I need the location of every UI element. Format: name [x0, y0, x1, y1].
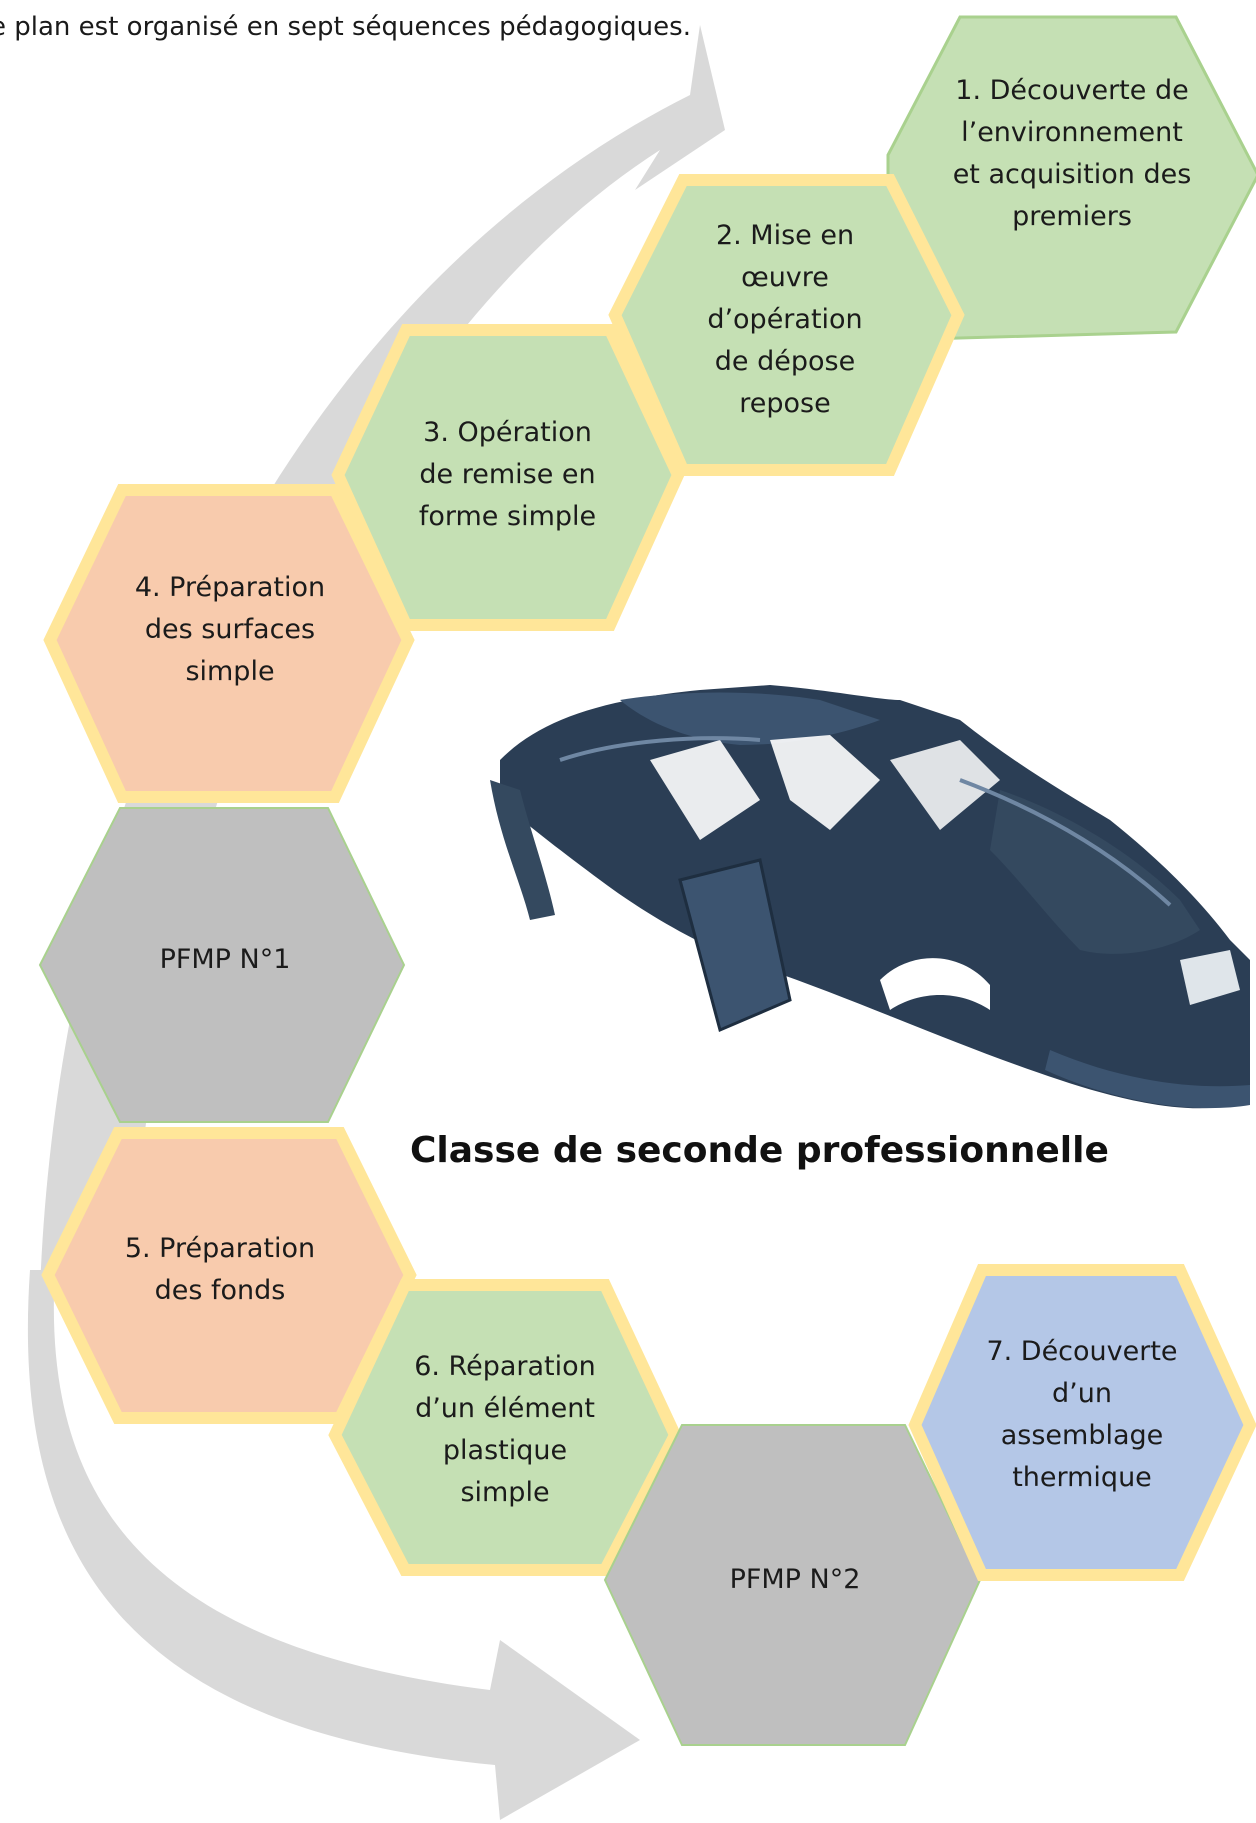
pfmp-1-label: PFMP N°1 [159, 944, 291, 975]
step-1-label: 1. Découverte de l’environnement et acqu… [952, 75, 1192, 232]
diagram-title: Classe de seconde professionnelle [410, 1130, 1109, 1171]
step-4-label: 4. Préparation des surfaces simple [134, 572, 326, 687]
step-6-label: 6. Réparation d’un élément plastique sim… [414, 1351, 596, 1508]
step-5-label: 5. Préparation des fonds [124, 1233, 316, 1306]
pfmp-2-label: PFMP N°2 [729, 1564, 861, 1595]
hexagon-icon [41, 1127, 417, 1424]
step-2-label: 2. Mise en œuvre d’opération de dépose r… [707, 220, 863, 419]
progress-arrow-bottom-icon [27, 1270, 641, 1820]
hexagon-icon [328, 1279, 682, 1576]
hexagon-icon [608, 174, 965, 476]
intro-text: e plan est organisé en sept séquences pé… [0, 12, 691, 42]
hexagon-icon [38, 807, 406, 1123]
hexagon-icon [886, 15, 1256, 342]
step-3-label: 3. Opération de remise en forme simple [418, 417, 597, 532]
car-body-shell-icon [490, 685, 1250, 1109]
hexagon-icon [43, 484, 415, 803]
step-7-label: 7. Découverte d’un assemblage thermique [986, 1336, 1178, 1493]
hexagon-icon [908, 1264, 1256, 1581]
